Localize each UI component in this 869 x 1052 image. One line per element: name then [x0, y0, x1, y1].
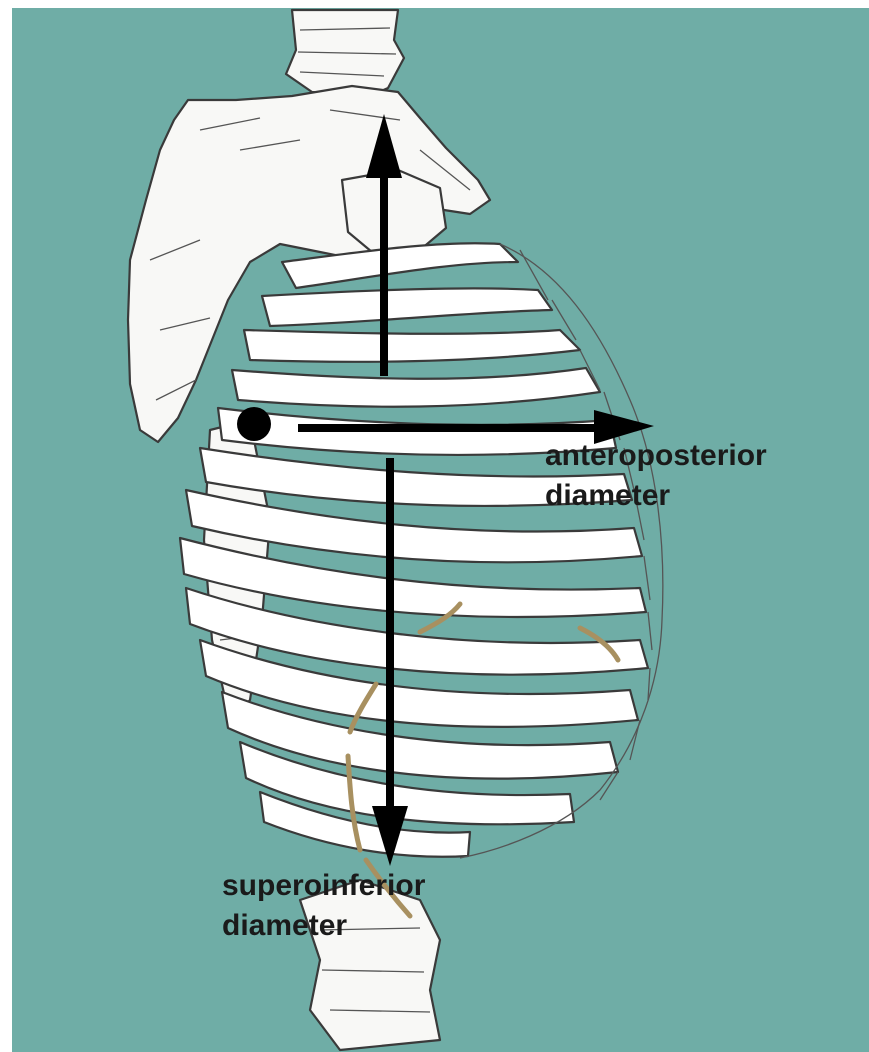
lumbar-vertebrae	[300, 880, 440, 1050]
label-superoinferior-diameter: diameter	[222, 909, 347, 942]
pivot-point	[237, 407, 271, 441]
label-anteroposterior-diameter: diameter	[545, 479, 670, 512]
left-border-strip	[0, 0, 12, 1052]
label-superoinferior: superoinferior	[222, 869, 426, 902]
cervical-vertebrae	[286, 10, 404, 96]
label-anteroposterior: anteroposterior	[545, 439, 767, 472]
